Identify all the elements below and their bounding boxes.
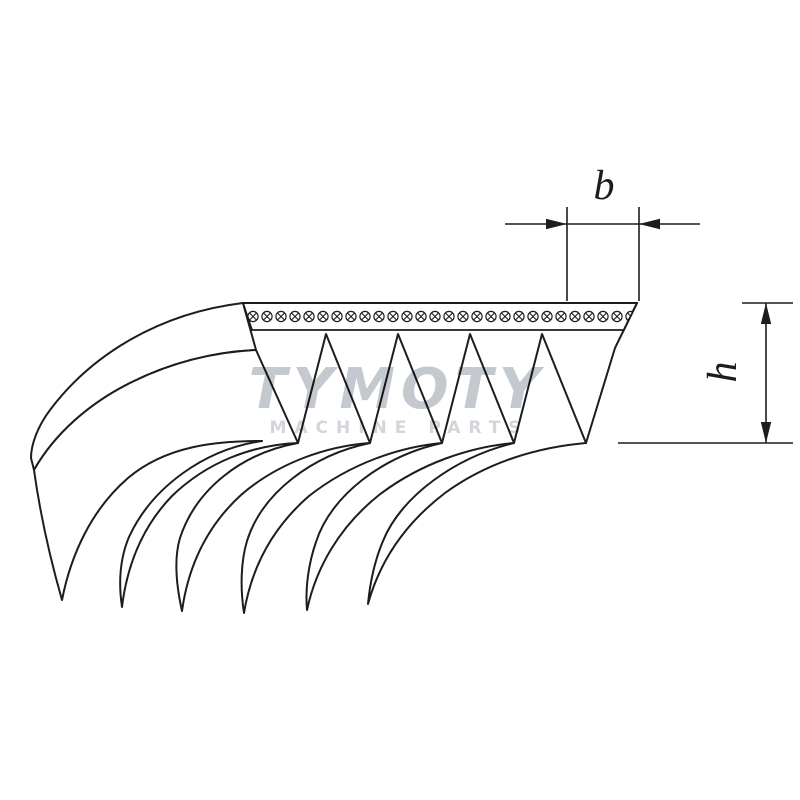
cord-hatch-band [241, 302, 639, 331]
belt-body [30, 302, 587, 614]
dim-h-arrow-top [760, 303, 772, 324]
belt-rib-band-3 [175, 442, 371, 612]
dim-h-arrow-bottom [760, 422, 772, 443]
dim-b-arrow-left [546, 218, 567, 230]
belt-cross-section [241, 302, 639, 444]
dim-h-label: h [700, 362, 746, 383]
dim-b-label: b [594, 163, 615, 209]
belt-rib-band-5 [305, 442, 515, 611]
belt-rib-band-4 [240, 442, 443, 614]
watermark-title: TYMOTY [249, 357, 546, 422]
dimension-b: b [505, 163, 700, 301]
belt-face-outline [242, 302, 638, 444]
watermark-subtitle: MACHINE PARTS [269, 418, 528, 438]
belt-rib-band-1 [33, 349, 263, 601]
belt-rib-band-2 [119, 440, 299, 608]
belt-rib-band-6 [367, 442, 587, 605]
watermark: TYMOTY MACHINE PARTS [249, 357, 546, 438]
dim-b-arrow-right [639, 218, 660, 230]
dimension-h: h [618, 302, 793, 444]
